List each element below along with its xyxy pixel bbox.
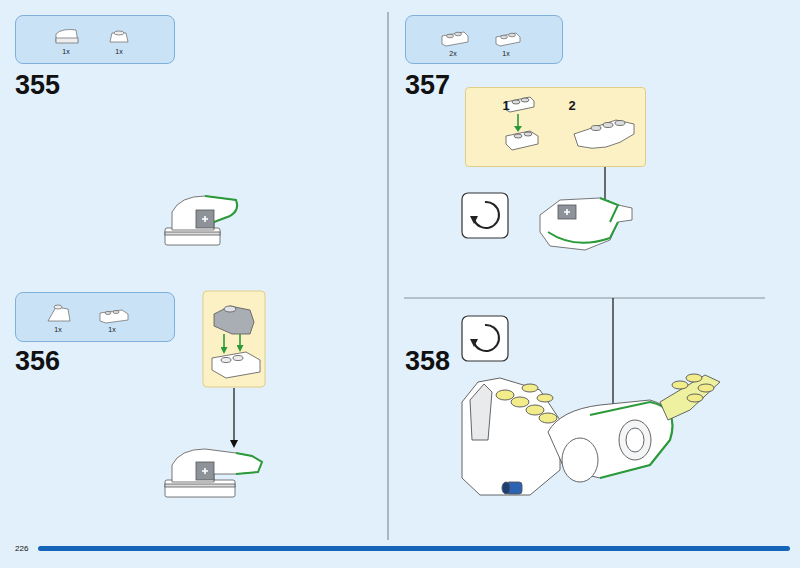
step-number: 355 <box>15 72 60 99</box>
part-quantity: 1x <box>115 48 122 55</box>
parts-callout: 2x 1x <box>405 15 563 64</box>
substep-box: 12 <box>465 87 646 167</box>
part-icons <box>16 293 176 343</box>
part-icons <box>406 16 564 65</box>
step-number: 356 <box>15 348 60 375</box>
step-number: 358 <box>405 348 450 375</box>
part-quantity: 1x <box>108 326 115 333</box>
part-quantity: 1x <box>54 326 61 333</box>
part-icons <box>16 16 176 65</box>
substep-number: 1 <box>502 99 509 112</box>
parts-callout: 1x 1x <box>15 15 175 64</box>
step-number: 357 <box>405 72 450 99</box>
part-icons <box>466 88 647 168</box>
substep-number: 2 <box>568 99 575 112</box>
part-quantity: 1x <box>502 50 509 57</box>
parts-callout: 1x 1x <box>15 292 175 342</box>
part-quantity: 2x <box>449 50 456 57</box>
page-number: 226 <box>15 545 28 553</box>
part-quantity: 1x <box>62 48 69 55</box>
